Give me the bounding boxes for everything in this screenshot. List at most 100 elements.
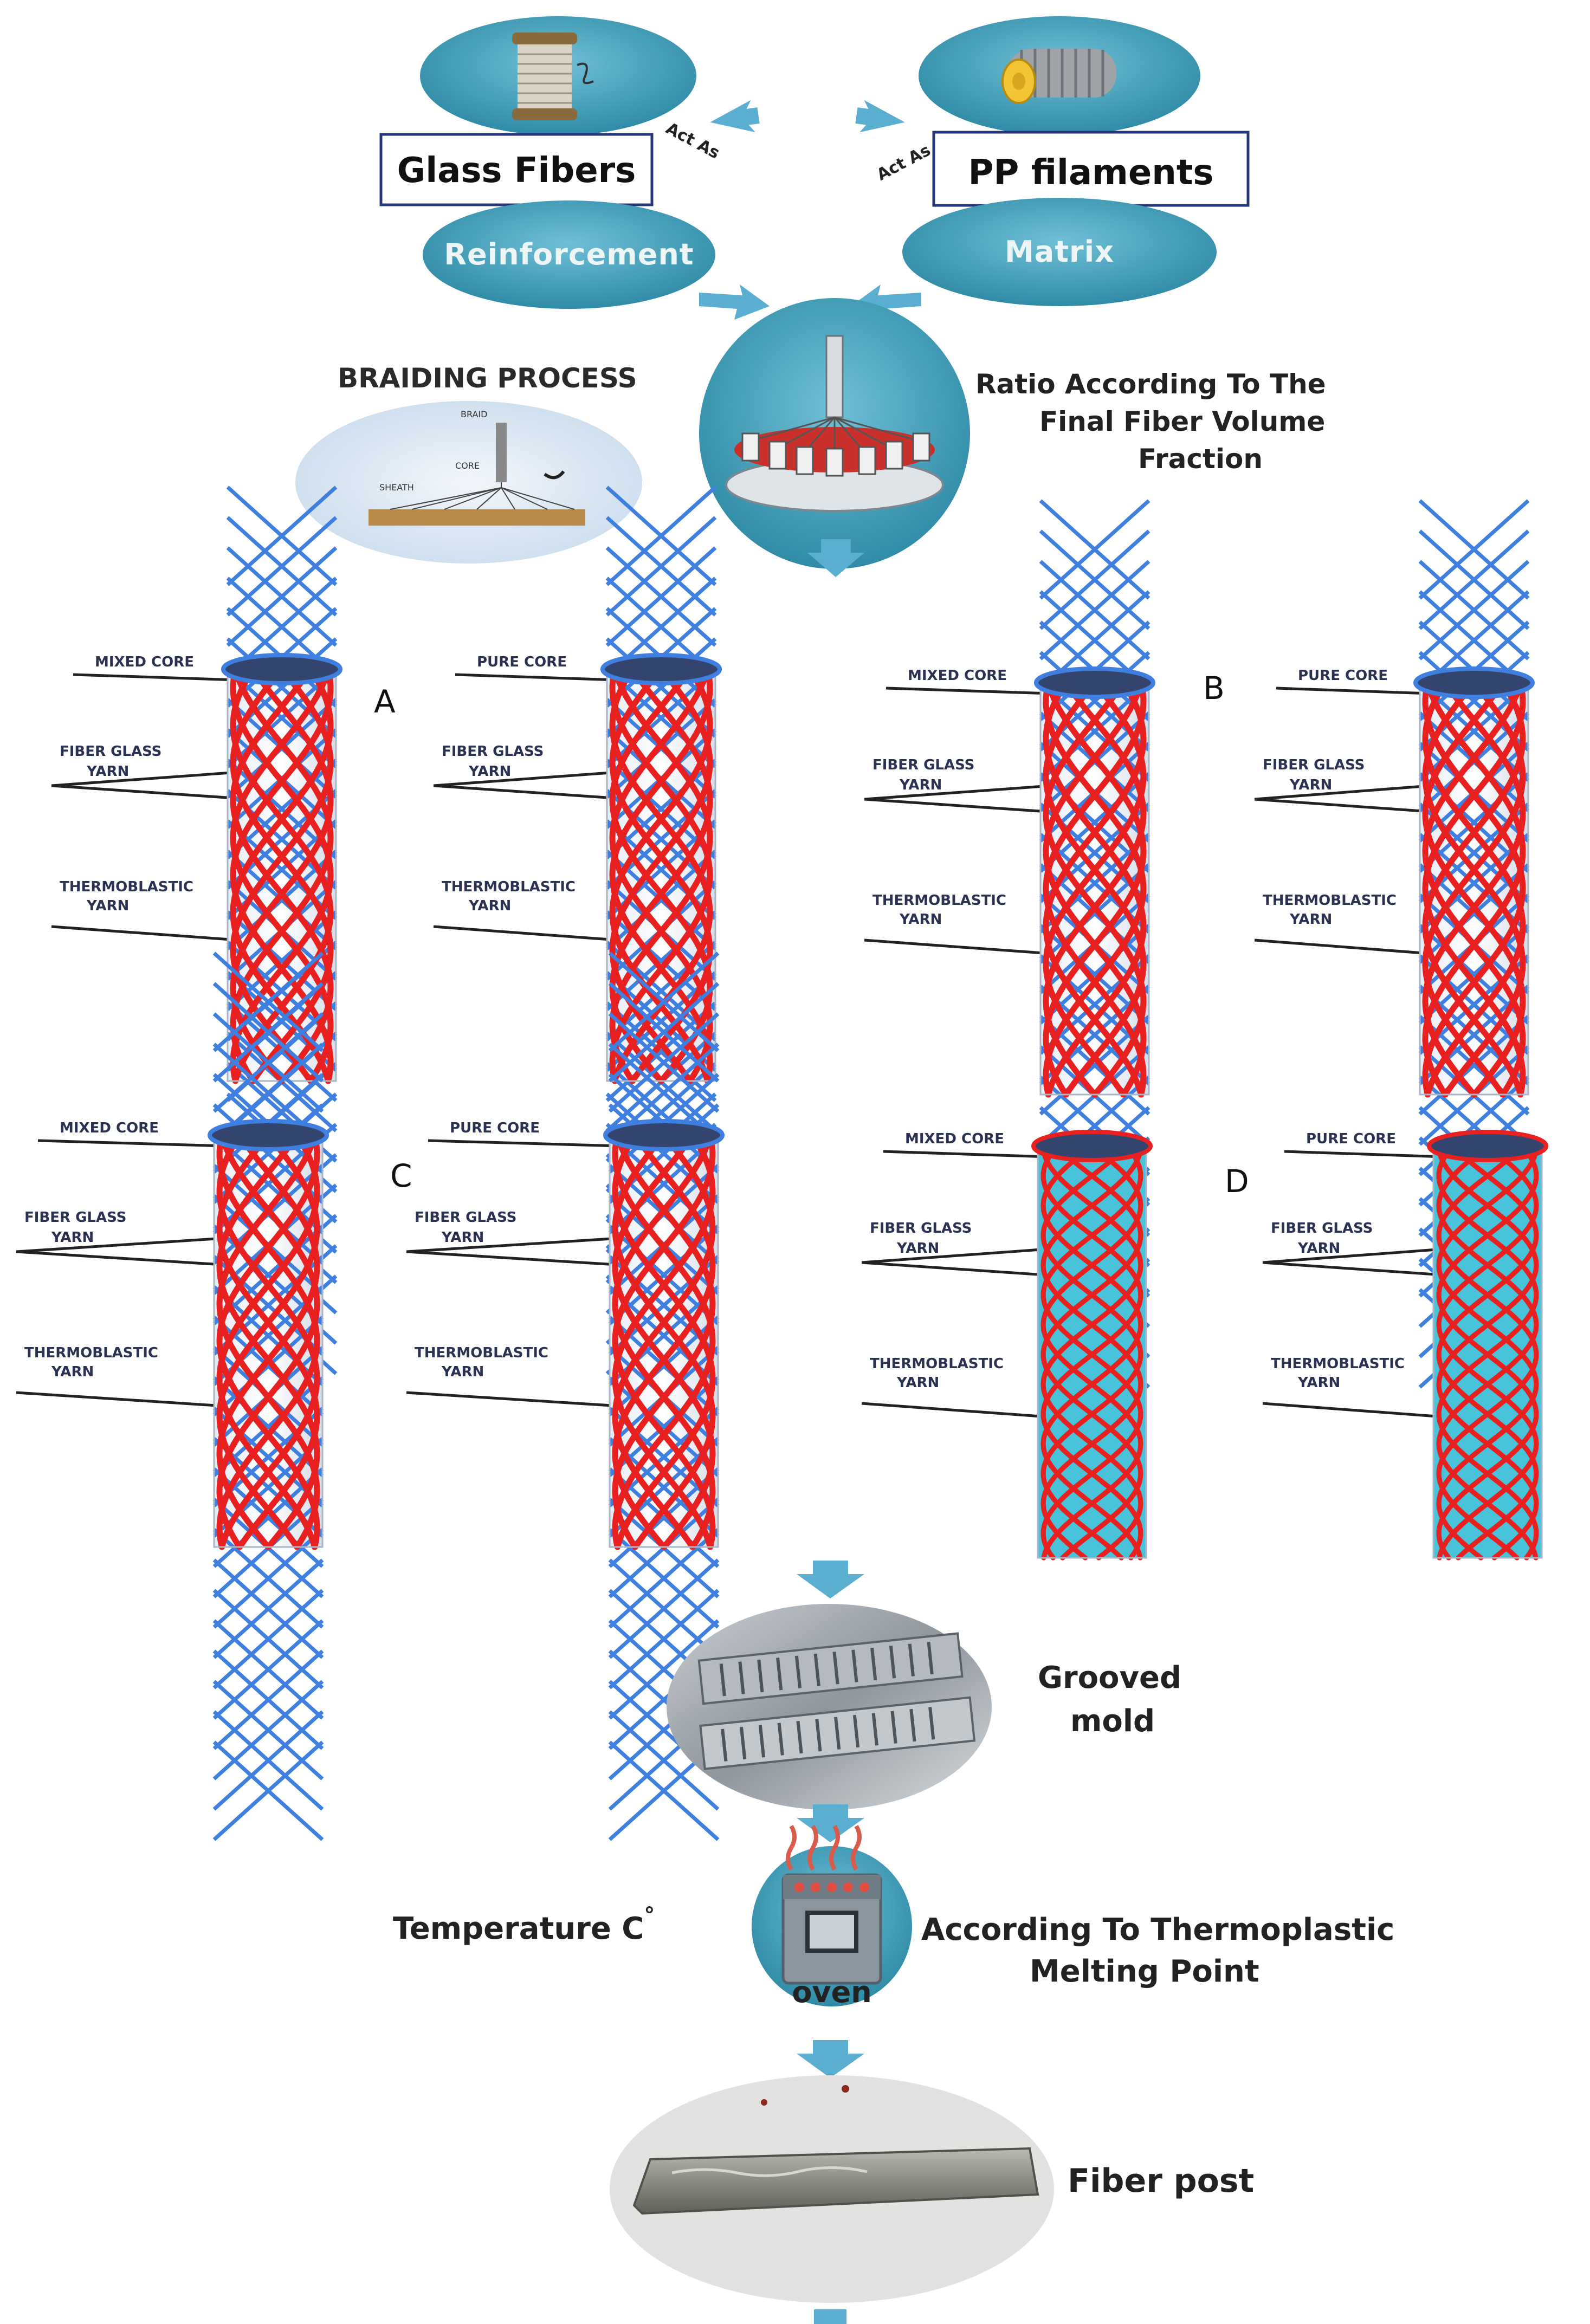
thermoblastic-label: THERMOBLASTIC: [415, 1345, 548, 1361]
fiber-glass-label: FIBER GLASS: [442, 743, 544, 760]
glass-yarn-strand: [212, 1558, 324, 1659]
thermoplastic-yarn-strand: [216, 1132, 320, 1550]
thermoplastic-yarn-strand: [230, 666, 334, 1084]
thermoblastic-leader-line: [1262, 1402, 1445, 1419]
arrow-down-4: [797, 2040, 864, 2078]
thermoplastic-yarn-strand: [216, 1132, 320, 1550]
thermoplastic-yarn-strand: [230, 666, 334, 1084]
thermoplastic-yarn-strand: [1043, 679, 1147, 1098]
glass-yarn-strand: [226, 546, 338, 647]
thermoplastic-yarn-strand: [609, 666, 713, 1084]
core-label: PURE CORE: [450, 1120, 540, 1136]
glass-yarn-strand: [212, 1012, 324, 1113]
matrix-oval: Matrix: [902, 198, 1217, 306]
thermoblastic-label: THERMOBLASTIC: [870, 1356, 1004, 1372]
glass-yarn-strand: [226, 485, 338, 586]
core-leader-line: [73, 673, 239, 682]
arrow-down-2: [797, 1561, 864, 1598]
thermoblastic-leader-line: [16, 1391, 225, 1408]
oven-circle: oven: [752, 1824, 912, 2009]
thermoblastic-label: THERMOBLASTIC: [872, 892, 1006, 909]
cylinder-cap: [1031, 1130, 1153, 1162]
grooved-mold-photo: [667, 1604, 992, 1810]
thermoblastic-yarn-label: YARN: [468, 898, 511, 914]
panel-letter: A: [374, 683, 396, 720]
thermoplastic-yarn-strand: [612, 1132, 716, 1550]
cylinder-cap: [221, 653, 342, 685]
thermoplastic-yarn-strand: [216, 1132, 320, 1550]
core-label: MIXED CORE: [905, 1131, 1004, 1147]
pp-filaments-label: PP filaments: [968, 153, 1214, 193]
temperature-text: Temperature C: [393, 1911, 644, 1946]
glass-yarn-strand: [212, 1680, 324, 1781]
glass-yarn-strand: [1418, 560, 1530, 661]
thermoplastic-yarn-strand: [1422, 679, 1526, 1098]
glass-yarn-strand: [212, 951, 324, 1052]
thermoplastic-yarn-strand: [1422, 679, 1526, 1098]
fiber-glass-yarn-label: YARN: [896, 1240, 939, 1257]
thermoplastic-yarn-strand: [230, 666, 334, 1084]
thermoplastic-yarn-strand: [1436, 1143, 1539, 1561]
thermoplastic-yarn-strand: [609, 666, 713, 1084]
thermoplastic-yarn-strand: [230, 666, 334, 1084]
braid-label: BRAID: [461, 409, 487, 419]
core-leader-line: [1276, 687, 1431, 695]
cylinder-cap: [1427, 1130, 1548, 1162]
core-label: PURE CORE: [1298, 668, 1388, 684]
core-label: CORE: [455, 461, 480, 471]
thermoplastic-yarn-strand: [216, 1132, 320, 1550]
fiber-glass-yarn-label: YARN: [1289, 777, 1332, 793]
fiber-glass-leader-line: [1262, 1247, 1445, 1264]
arrow-stub-bottom: [814, 2309, 846, 2324]
arrow-down-3: [797, 1804, 864, 1842]
glass-yarn-strand: [226, 516, 338, 617]
thermoplastic-yarn-strand: [1436, 1143, 1539, 1561]
fiber-glass-leader-line: [433, 771, 618, 787]
core-label: PURE CORE: [477, 654, 567, 670]
glass-yarn-strand: [1039, 529, 1151, 630]
glass-yarn-strand: [608, 982, 720, 1083]
filament-roll-icon: [1001, 49, 1116, 104]
glass-yarn-strand: [212, 1619, 324, 1720]
thermoplastic-yarn-strand: [1422, 679, 1526, 1098]
fiber-glass-leader-line: [864, 784, 1052, 801]
pp-filament-oval: [919, 16, 1200, 135]
fiber-post-photo: [610, 2075, 1054, 2303]
thermoplastic-yarn-strand: [1436, 1143, 1539, 1561]
matrix-label: Matrix: [1005, 235, 1114, 269]
glass-yarn-strand: [1418, 499, 1530, 600]
glass-yarn-strand: [212, 1528, 324, 1629]
thermoplastic-yarn-strand: [612, 1132, 716, 1550]
thermoplastic-yarn-strand: [609, 666, 713, 1084]
thermoblastic-yarn-label: YARN: [899, 911, 942, 928]
melt-line-2: Melting Point: [1030, 1954, 1259, 1989]
thermoplastic-yarn-strand: [216, 1132, 320, 1550]
core-leader-line: [1284, 1150, 1445, 1158]
thermoplastic-yarn-strand: [1040, 1143, 1143, 1561]
fiber-glass-leader-line: [51, 771, 239, 787]
glass-yarn-strand: [212, 1589, 324, 1689]
thermoblastic-yarn-label: YARN: [1297, 1375, 1340, 1391]
thermoblastic-label: THERMOBLASTIC: [1263, 892, 1397, 909]
cylinder-cap: [600, 653, 722, 685]
fiber-glass-label: FIBER GLASS: [60, 743, 161, 760]
act-as-right: Act As: [874, 141, 934, 185]
fiber-glass-yarn-label: YARN: [468, 763, 511, 780]
thermoplastic-yarn-strand: [230, 666, 334, 1084]
cylinder-cap: [603, 1119, 725, 1151]
glass-yarn-strand: [1039, 560, 1151, 661]
core-label: MIXED CORE: [60, 1120, 159, 1136]
core-label: PURE CORE: [1306, 1131, 1396, 1147]
ratio-line-1: Ratio According To The: [975, 368, 1326, 400]
fiber-glass-yarn-label: YARN: [899, 777, 942, 793]
thermoplastic-yarn-strand: [609, 666, 713, 1084]
thermoblastic-leader-line: [51, 925, 239, 942]
glass-yarn-strand: [608, 1558, 720, 1659]
core-leader-line: [428, 1139, 621, 1148]
arrow-left-top: [710, 100, 760, 133]
glass-fibers-box: Glass Fibers: [379, 133, 654, 206]
